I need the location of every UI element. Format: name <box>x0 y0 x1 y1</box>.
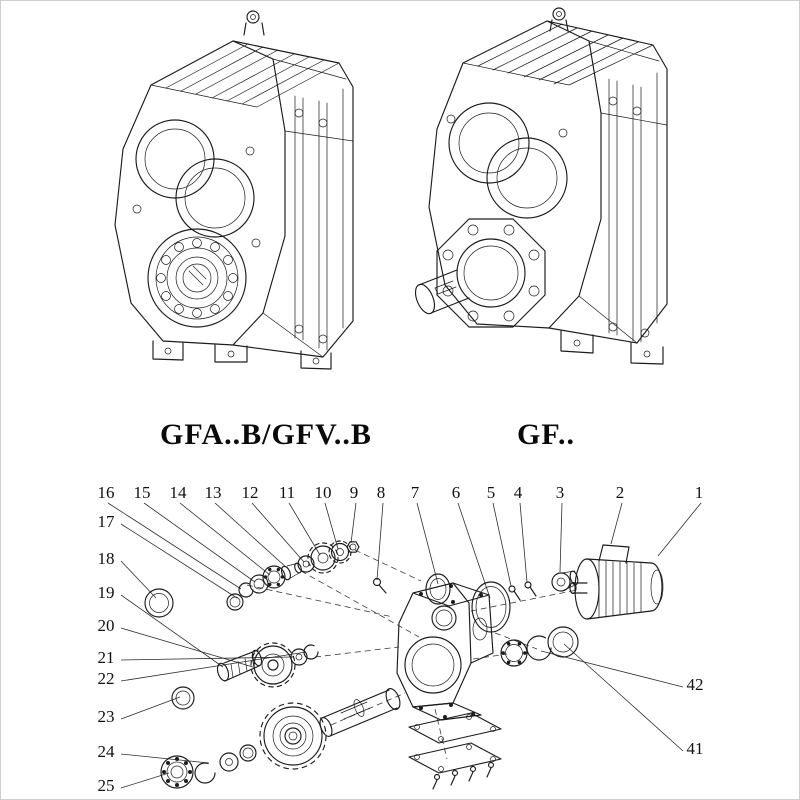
output-shaft <box>319 687 401 738</box>
assembly-axes <box>246 549 578 760</box>
output-side-rings <box>500 626 579 667</box>
gearbox-gf-drawing <box>414 7 668 365</box>
callout-24: 24 <box>97 742 115 761</box>
input-shaft-small-parts <box>226 540 387 611</box>
callout-16: 16 <box>97 483 115 502</box>
callout-8: 8 <box>376 483 386 502</box>
callout-23: 23 <box>97 707 115 726</box>
motor-coupling <box>551 570 579 592</box>
callout-12: 12 <box>241 483 259 502</box>
callout-25: 25 <box>97 776 115 795</box>
callout-21: 21 <box>97 648 115 667</box>
gearbox-gfab-drawing <box>114 10 354 370</box>
cooling-fins <box>150 43 340 108</box>
output-shaft <box>414 269 470 315</box>
callout-9: 9 <box>349 483 359 502</box>
cover-plates <box>408 712 502 774</box>
output-gear-set <box>160 686 327 789</box>
callout-41: 41 <box>686 739 704 758</box>
callout-2: 2 <box>615 483 625 502</box>
callout-5: 5 <box>486 483 496 502</box>
callout-1: 1 <box>694 483 704 502</box>
callout-4: 4 <box>513 483 523 502</box>
callout-42: 42 <box>686 675 704 694</box>
motor-assembly <box>569 544 664 620</box>
housing-outline <box>428 20 668 344</box>
callout-22: 22 <box>97 669 115 688</box>
callout-20: 20 <box>97 616 115 635</box>
fastener-bolts <box>432 761 495 790</box>
housing-outline <box>114 40 354 358</box>
lifting-eye <box>549 7 569 32</box>
callout-11: 11 <box>278 483 296 502</box>
callout-14: 14 <box>169 483 187 502</box>
mounting-feet <box>152 340 332 370</box>
callout-13: 13 <box>204 483 222 502</box>
mounting-feet <box>560 330 664 365</box>
exploded-view-drawing <box>107 502 702 790</box>
input-bores <box>446 102 568 219</box>
output-flange <box>436 218 546 328</box>
callout-6: 6 <box>451 483 461 502</box>
callout-15: 15 <box>133 483 151 502</box>
input-bores <box>132 119 261 248</box>
intermediate-gear-set <box>144 588 319 688</box>
gearbox-housing <box>396 582 494 721</box>
cooling-fins <box>462 23 654 86</box>
callout-7: 7 <box>410 483 420 502</box>
model-label-gfab-gfvb: GFA..B/GFV..B <box>160 418 372 451</box>
callout-18: 18 <box>97 549 115 568</box>
callout-17: 17 <box>97 512 115 531</box>
model-label-gf: GF.. <box>517 418 575 451</box>
callout-3: 3 <box>555 483 565 502</box>
bearing-cap-and-gasket <box>425 573 537 633</box>
output-bearing <box>147 228 247 328</box>
side-rails <box>294 88 344 351</box>
leader-lines <box>107 502 702 789</box>
lifting-eye <box>243 10 265 36</box>
side-rails <box>608 72 658 343</box>
callout-19: 19 <box>97 583 115 602</box>
callout-10: 10 <box>314 483 332 502</box>
